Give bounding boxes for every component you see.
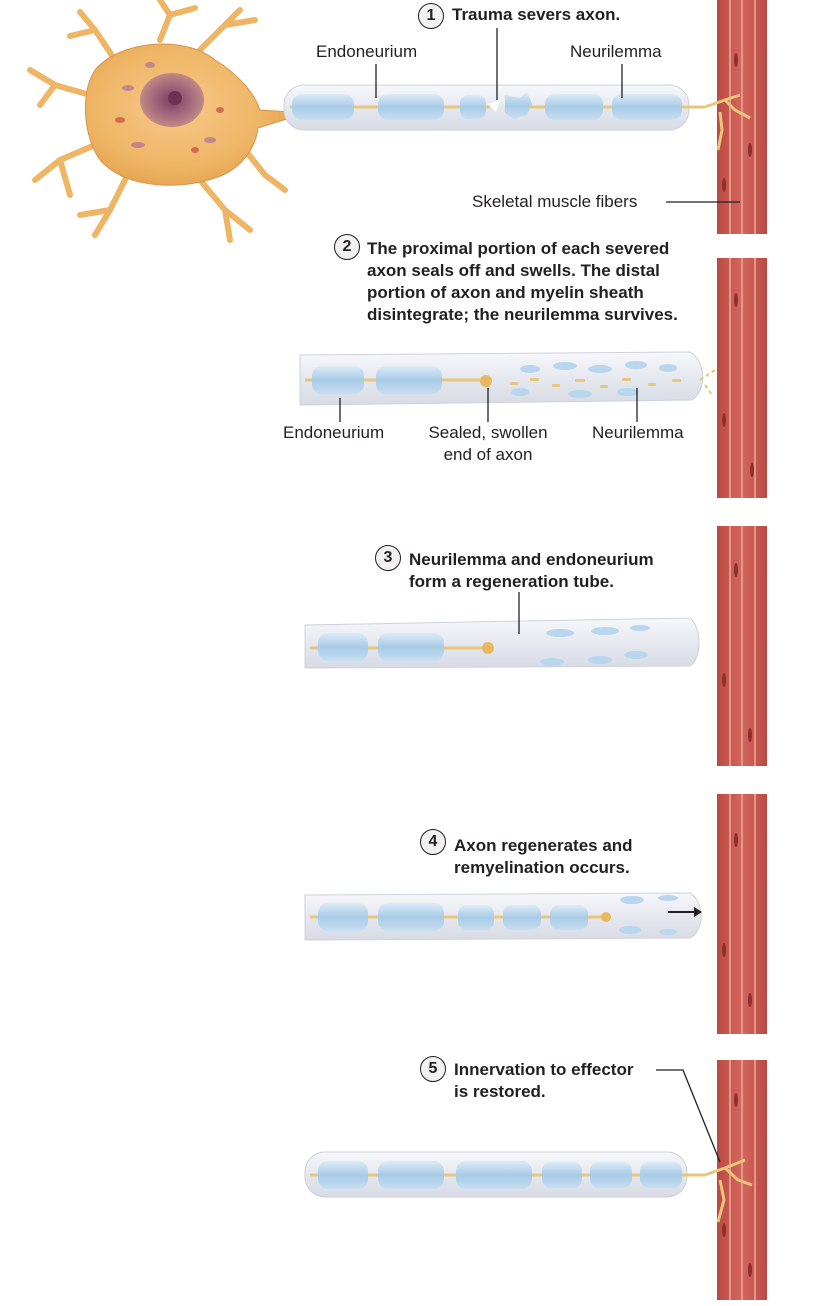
leader-lines: [339, 28, 740, 1163]
step-3-line-2: form a regeneration tube.: [409, 572, 614, 591]
label-sealed-line-2: end of axon: [443, 445, 533, 464]
label-sealed-line-1: Sealed, swollen: [428, 423, 548, 442]
step-1-text: Trauma severs axon.: [452, 4, 620, 26]
step-5-line-1: Innervation to effector: [454, 1060, 634, 1079]
step-2-number: 2: [334, 234, 360, 260]
nerve-fiber-disintegrating: [299, 351, 716, 406]
label-endoneurium-1: Endoneurium: [316, 42, 418, 61]
label-neurilemma-2: Neurilemma: [592, 423, 684, 442]
step-2-line-2: axon seals off and swells. The distal: [367, 261, 660, 280]
step-3-line-1: Neurilemma and endoneurium: [409, 550, 654, 569]
label-skeletal-muscle-fibers: Skeletal muscle fibers: [472, 192, 638, 211]
label-sealed-swollen-end: Sealed, swollen end of axon: [418, 422, 558, 466]
neuron-cell-body: [27, 0, 291, 243]
step-3-text: Neurilemma and endoneurium form a regene…: [409, 549, 654, 593]
step-1-number: 1: [418, 3, 444, 29]
step-2-line-1: The proximal portion of each severed: [367, 239, 670, 258]
step-4-number: 4: [420, 829, 446, 855]
step-3-number: 3: [375, 545, 401, 571]
muscle-fibers-panel-2: [717, 258, 767, 498]
step-5-text: Innervation to effector is restored.: [454, 1059, 633, 1103]
muscle-fibers-panel-1: [717, 0, 767, 234]
step-5-line-2: is restored.: [454, 1082, 546, 1101]
regeneration-tube: [304, 617, 700, 669]
muscle-fibers-panel-4: [717, 794, 767, 1034]
label-endoneurium-2: Endoneurium: [283, 423, 385, 442]
step-4-line-1: Axon regenerates and: [454, 836, 633, 855]
step-5-number: 5: [420, 1056, 446, 1082]
label-neurilemma-1: Neurilemma: [570, 42, 662, 61]
step-2-line-3: portion of axon and myelin sheath: [367, 283, 644, 302]
step-2-line-4: disintegrate; the neurilemma survives.: [367, 305, 678, 324]
step-4-text: Axon regenerates and remyelination occur…: [454, 835, 633, 879]
step-1-line-1: Trauma severs axon.: [452, 5, 621, 24]
nerve-fiber-regenerating: [304, 892, 702, 941]
step-4-line-2: remyelination occurs.: [454, 858, 630, 877]
nerve-fiber-restored: [304, 1151, 753, 1223]
step-2-text: The proximal portion of each severed axo…: [367, 238, 678, 326]
nerve-fiber-severed: [283, 84, 751, 151]
muscle-fibers-panel-3: [717, 526, 767, 766]
